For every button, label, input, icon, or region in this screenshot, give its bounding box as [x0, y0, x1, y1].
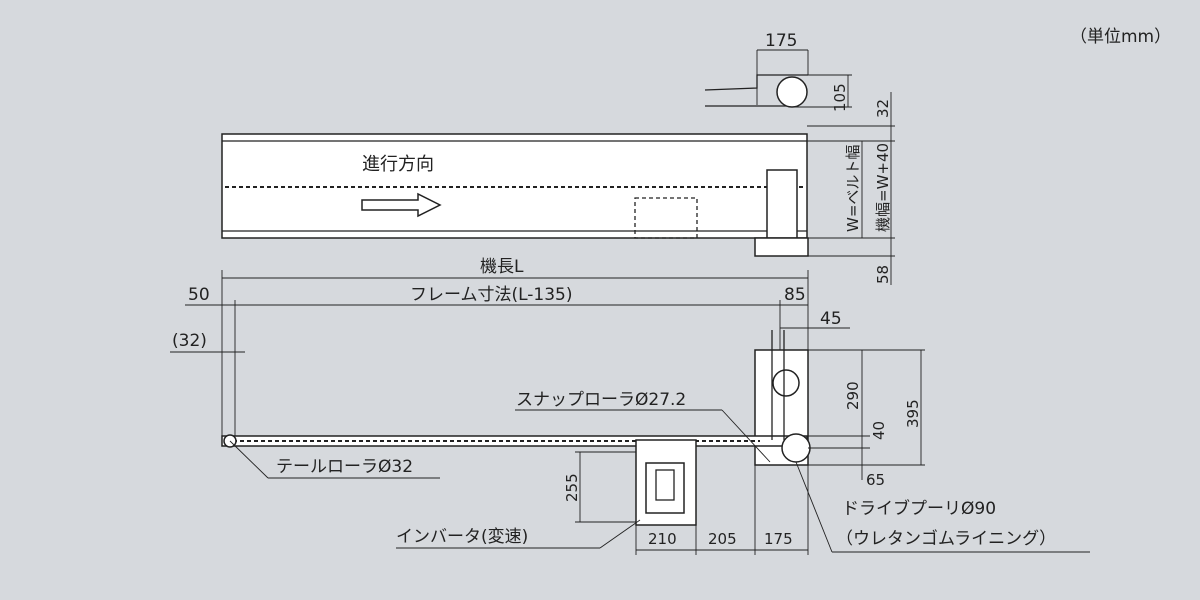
direction-label: 進行方向: [362, 154, 434, 175]
dim-255: 255: [563, 473, 581, 502]
tail-roller-label: テールローラØ32: [276, 457, 413, 477]
snap-roller-label: スナップローラØ27.2: [516, 390, 686, 410]
dim-45: 45: [820, 309, 842, 329]
dim-32-paren: (32): [172, 331, 207, 351]
dim-205: 205: [708, 530, 737, 548]
dim-290: 290: [844, 381, 862, 410]
side-view: 機長L 50 フレーム寸法(L-135) 85 45 (32) 290 40 3…: [170, 257, 1090, 555]
dim-detail-width: 175: [765, 31, 797, 51]
drive-detail-view: 175 105: [704, 31, 852, 112]
dim-175: 175: [764, 530, 793, 548]
dim-65: 65: [866, 471, 885, 489]
lining-label: （ウレタンゴムライニング）: [836, 528, 1056, 549]
dim-210: 210: [648, 530, 677, 548]
drive-pulley-label: ドライブプーリØ90: [842, 498, 996, 519]
machine-length-label: 機長L: [480, 257, 524, 277]
frame-length-label: フレーム寸法(L-135): [410, 285, 573, 305]
machine-width-label: 機幅=W+40: [874, 143, 892, 232]
top-view: 進行方向 32 W=ベルト幅 機幅=W+40 58: [221, 92, 895, 285]
belt-width-label: W=ベルト幅: [844, 145, 862, 232]
dim-85: 85: [784, 285, 806, 305]
direction-arrow-icon: [361, 192, 442, 218]
dim-50: 50: [188, 285, 210, 305]
dim-bottom-58: 58: [874, 265, 892, 284]
dim-detail-height: 105: [831, 83, 849, 112]
inverter-label: インバータ(変速): [396, 527, 528, 547]
dim-top-32: 32: [874, 99, 892, 118]
unit-label: （単位mm）: [1070, 27, 1171, 47]
dim-395: 395: [904, 399, 922, 428]
dim-40: 40: [870, 421, 888, 440]
